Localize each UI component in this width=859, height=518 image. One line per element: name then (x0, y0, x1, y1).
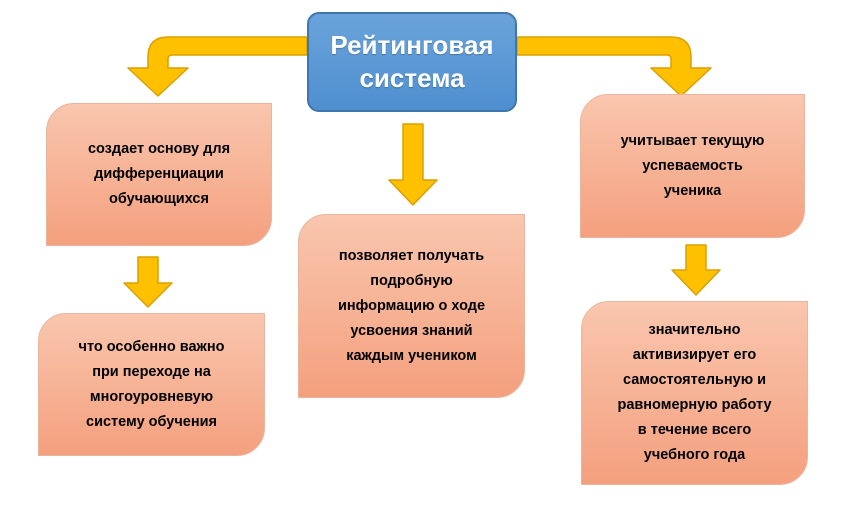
node-text-line: значительно (648, 322, 741, 338)
node-text-line: при переходе на (92, 363, 211, 380)
node-text-line: ученика (663, 182, 722, 199)
root-title-line2: система (359, 63, 465, 93)
node-text-line: активизирует его (632, 347, 757, 363)
node-right-bottom: значительно активизирует его самостоятел… (581, 301, 808, 485)
arrow-center-down (388, 123, 438, 206)
arrow-right-down (671, 244, 721, 296)
arrow-left-curved (127, 36, 308, 97)
node-text-line: усвоения знаний (350, 322, 473, 339)
node-text-line: учебного года (643, 447, 746, 463)
node-text-line: учитывает текущую (620, 132, 765, 149)
node-text-line: каждым учеником (346, 347, 477, 364)
node-text-line: информацию о ходе (337, 297, 486, 314)
node-text-line: самостоятельную и (622, 372, 767, 388)
node-text-line: дифференциации (94, 166, 224, 182)
node-left-bottom: что особенно важно при переходе на много… (38, 313, 265, 456)
node-text-line: в течение всего (637, 422, 752, 438)
node-text-line: создает основу для (87, 141, 231, 157)
node-text-line: систему обучения (86, 413, 217, 430)
node-text-line: что особенно важно (78, 338, 225, 355)
node-text-line: многоуровневую (89, 388, 214, 405)
node-text-line: обучающихся (109, 191, 209, 207)
node-text-line: подробную (370, 272, 453, 289)
node-text-line: успеваемость (642, 157, 743, 174)
root-node: Рейтинговая система (307, 12, 517, 112)
node-right-top: учитывает текущую успеваемость ученика (580, 94, 805, 238)
arrow-right-curved (516, 36, 712, 97)
arrow-left-down (123, 256, 173, 308)
node-center: позволяет получать подробную информацию … (298, 214, 525, 398)
node-left-top: создает основу для дифференциации обучаю… (46, 103, 272, 246)
root-title-line1: Рейтинговая (330, 30, 494, 60)
node-text-line: равномерную работу (617, 397, 772, 413)
node-text-line: позволяет получать (338, 247, 485, 264)
